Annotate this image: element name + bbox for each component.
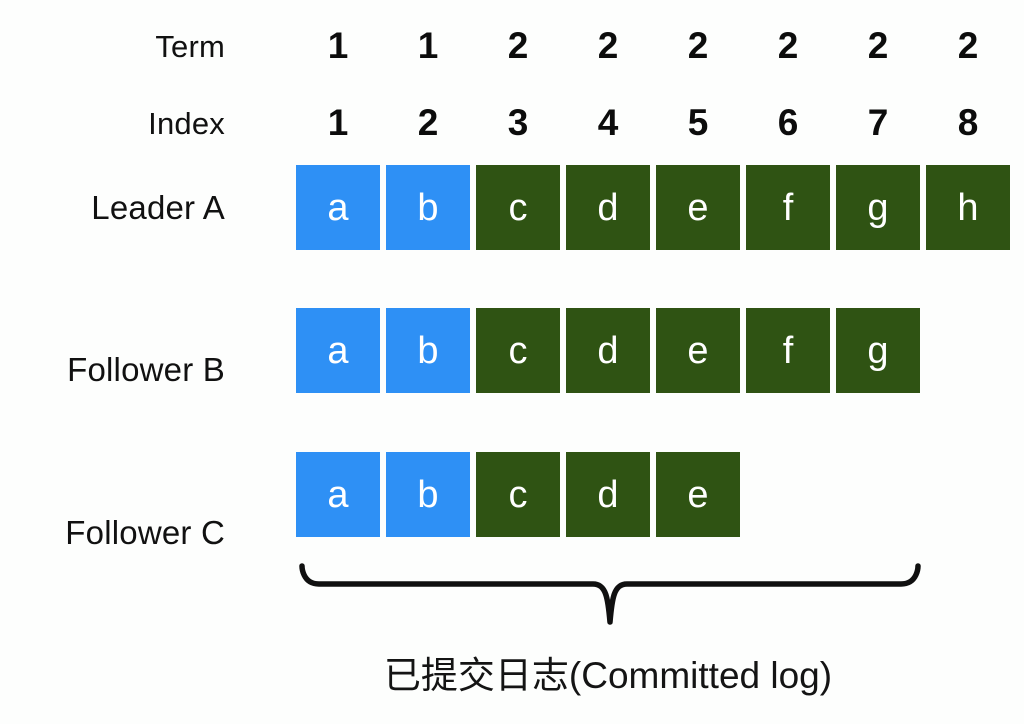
term-number-6: 2 — [777, 25, 799, 66]
log-entry[interactable]: g — [836, 308, 920, 393]
index-number-7: 7 — [867, 102, 889, 143]
index-number-2: 2 — [417, 102, 439, 143]
index-number-3: 3 — [507, 102, 529, 143]
committed-log-caption: 已提交日志(Committed log) — [383, 655, 833, 696]
log-entry[interactable]: e — [656, 308, 740, 393]
log-entry[interactable]: a — [296, 452, 380, 537]
term-number-4: 2 — [597, 25, 619, 66]
index-row-label: Index — [148, 106, 225, 141]
log-entry[interactable]: b — [386, 308, 470, 393]
term-number-1: 1 — [327, 25, 349, 66]
term-row-label: Term — [155, 29, 225, 64]
log-entry[interactable]: b — [386, 452, 470, 537]
node-label-leader-a: Leader A — [91, 189, 225, 226]
log-entry[interactable]: f — [746, 165, 830, 250]
brace-shape — [299, 563, 921, 625]
node-label-follower-c: Follower C — [65, 514, 225, 551]
term-number-2: 1 — [417, 25, 439, 66]
term-number-3: 2 — [507, 25, 529, 66]
index-number-1: 1 — [327, 102, 349, 143]
index-number-4: 4 — [597, 102, 619, 143]
log-entry[interactable]: g — [836, 165, 920, 250]
index-number-6: 6 — [777, 102, 799, 143]
index-number-5: 5 — [687, 102, 709, 143]
term-number-7: 2 — [867, 25, 889, 66]
committed-log-brace — [290, 552, 930, 642]
log-entry[interactable]: a — [296, 165, 380, 250]
log-entry[interactable]: b — [386, 165, 470, 250]
log-entry[interactable]: c — [476, 165, 560, 250]
log-entry[interactable]: c — [476, 308, 560, 393]
log-entry[interactable]: d — [566, 308, 650, 393]
log-entry[interactable]: d — [566, 165, 650, 250]
log-entry[interactable]: e — [656, 452, 740, 537]
index-number-8: 8 — [957, 102, 979, 143]
node-label-follower-b: Follower B — [67, 351, 225, 388]
log-entry[interactable]: a — [296, 308, 380, 393]
term-number-8: 2 — [957, 25, 979, 66]
term-number-5: 2 — [687, 25, 709, 66]
log-entry[interactable]: d — [566, 452, 650, 537]
log-entry[interactable]: f — [746, 308, 830, 393]
log-entry[interactable]: h — [926, 165, 1010, 250]
log-entry[interactable]: e — [656, 165, 740, 250]
log-entry[interactable]: c — [476, 452, 560, 537]
